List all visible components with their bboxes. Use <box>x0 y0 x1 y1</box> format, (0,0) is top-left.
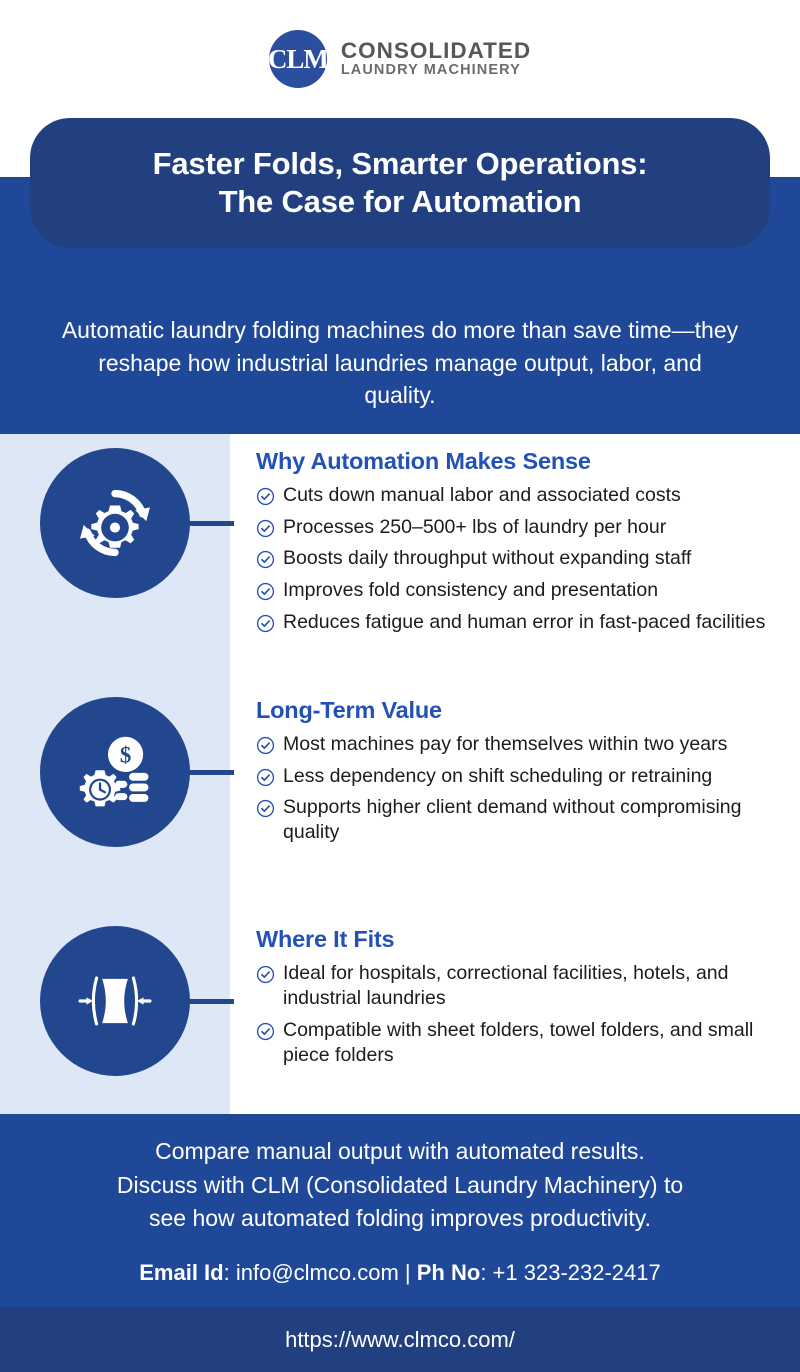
check-circle-icon <box>256 1022 275 1041</box>
footer-cta-text: Compare manual output with automated res… <box>117 1135 683 1235</box>
phone-colon: : <box>480 1259 493 1285</box>
check-circle-icon <box>256 614 275 633</box>
section-title: Why Automation Makes Sense <box>256 448 591 474</box>
list-item: Improves fold consistency and presentati… <box>256 578 778 603</box>
check-circle-icon <box>256 519 275 538</box>
hero-subtitle: Automatic laundry folding machines do mo… <box>61 317 739 409</box>
footer-cta-block: Compare manual output with automated res… <box>0 1114 800 1307</box>
hero-title-pill: Faster Folds, Smarter Operations: The Ca… <box>30 118 770 248</box>
brand-wordmark: CONSOLIDATED LAUNDRY MACHINERY <box>340 38 532 79</box>
check-circle-icon <box>256 550 275 569</box>
footer-contact-line: Email Id: info@clmco.com | Ph No: +1 323… <box>139 1260 661 1286</box>
section-text-column: Why Automation Makes Sense Cuts down man… <box>230 448 800 641</box>
email-value[interactable]: info@clmco.com <box>235 1259 399 1285</box>
list-item-label: Compatible with sheet folders, towel fol… <box>283 1018 754 1066</box>
list-item-label: Processes 250–500+ lbs of laundry per ho… <box>283 515 667 538</box>
brand-name-line1: CONSOLIDATED <box>340 38 532 64</box>
section-list: Why Automation Makes Sense Cuts down man… <box>0 434 800 1114</box>
section-connector-line <box>182 521 234 526</box>
content-area: Why Automation Makes Sense Cuts down man… <box>0 434 800 1114</box>
list-item: Compatible with sheet folders, towel fol… <box>256 1018 778 1068</box>
clm-monogram-icon: CLM <box>267 30 329 88</box>
check-circle-icon <box>256 487 275 506</box>
gear-refresh-icon <box>40 448 190 598</box>
section-icon-column: $ <box>0 697 234 852</box>
compress-fold-icon <box>40 926 190 1076</box>
website-url-bar[interactable]: https://www.clmco.com/ <box>0 1307 800 1372</box>
list-item-label: Improves fold consistency and presentati… <box>283 578 659 601</box>
brand-name-line2: LAUNDRY MACHINERY <box>340 62 521 79</box>
hero-banner: Faster Folds, Smarter Operations: The Ca… <box>0 118 800 434</box>
list-item-label: Less dependency on shift scheduling or r… <box>283 764 713 787</box>
footer-cta-line1: Compare manual output with automated res… <box>155 1138 645 1165</box>
list-item-label: Boosts daily throughput without expandin… <box>283 547 692 570</box>
list-item: Ideal for hospitals, correctional facili… <box>256 961 778 1011</box>
section-bullet-list: Cuts down manual labor and associated co… <box>256 483 778 635</box>
section-bullet-list: Ideal for hospitals, correctional facili… <box>256 961 778 1068</box>
check-circle-icon <box>256 965 275 984</box>
phone-value[interactable]: +1 323-232-2417 <box>492 1259 661 1285</box>
check-circle-icon <box>256 582 275 601</box>
footer-cta-line2: Discuss with CLM (Consolidated Laundry M… <box>116 1171 684 1198</box>
list-item: Most machines pay for themselves within … <box>256 732 778 757</box>
list-item: Processes 250–500+ lbs of laundry per ho… <box>256 515 778 540</box>
section-text-column: Long-Term Value Most machines pay for th… <box>230 697 800 852</box>
section-connector-line <box>182 770 234 775</box>
list-item: Reduces fatigue and human error in fast-… <box>256 610 778 635</box>
section-where-it-fits: Where It Fits Ideal for hospitals, corre… <box>0 926 800 1076</box>
list-item-label: Cuts down manual labor and associated co… <box>283 484 681 506</box>
email-label: Email Id <box>139 1259 224 1285</box>
money-time-gear-icon: $ <box>40 697 190 847</box>
phone-label: Ph No <box>416 1259 481 1285</box>
list-item-label: Supports higher client demand without co… <box>283 796 742 844</box>
section-title: Where It Fits <box>256 926 395 952</box>
list-item: Cuts down manual labor and associated co… <box>256 483 778 508</box>
contact-separator: | <box>404 1259 411 1285</box>
check-circle-icon <box>256 736 275 755</box>
page-header: CLM CONSOLIDATED LAUNDRY MACHINERY <box>0 0 800 118</box>
section-connector-line <box>182 999 234 1004</box>
section-long-term-value: $ Long-Term Value <box>0 697 800 852</box>
section-title: Long-Term Value <box>256 697 442 723</box>
section-icon-column <box>0 926 234 1076</box>
section-icon-column <box>0 448 234 641</box>
page-title-line2: The Case for Automation <box>218 184 582 219</box>
list-item-label: Reduces fatigue and human error in fast-… <box>283 610 766 633</box>
email-colon: : <box>223 1259 236 1285</box>
section-bullet-list: Most machines pay for themselves within … <box>256 732 778 846</box>
footer-cta-line3: see how automated folding improves produ… <box>148 1205 651 1232</box>
list-item: Less dependency on shift scheduling or r… <box>256 764 778 789</box>
page-title-line1: Faster Folds, Smarter Operations: <box>152 145 648 181</box>
svg-text:$: $ <box>120 742 131 767</box>
page-title: Faster Folds, Smarter Operations: The Ca… <box>153 145 648 222</box>
check-circle-icon <box>256 799 275 818</box>
section-why-automation-makes-sense: Why Automation Makes Sense Cuts down man… <box>0 448 800 641</box>
list-item: Boosts daily throughput without expandin… <box>256 546 778 571</box>
list-item-label: Ideal for hospitals, correctional facili… <box>283 962 729 1010</box>
list-item-label: Most machines pay for themselves within … <box>283 733 728 755</box>
logo-mark-text: CLM <box>267 43 329 74</box>
list-item: Supports higher client demand without co… <box>256 795 778 845</box>
check-circle-icon <box>256 768 275 787</box>
section-text-column: Where It Fits Ideal for hospitals, corre… <box>230 926 800 1075</box>
website-url[interactable]: https://www.clmco.com/ <box>285 1326 515 1352</box>
